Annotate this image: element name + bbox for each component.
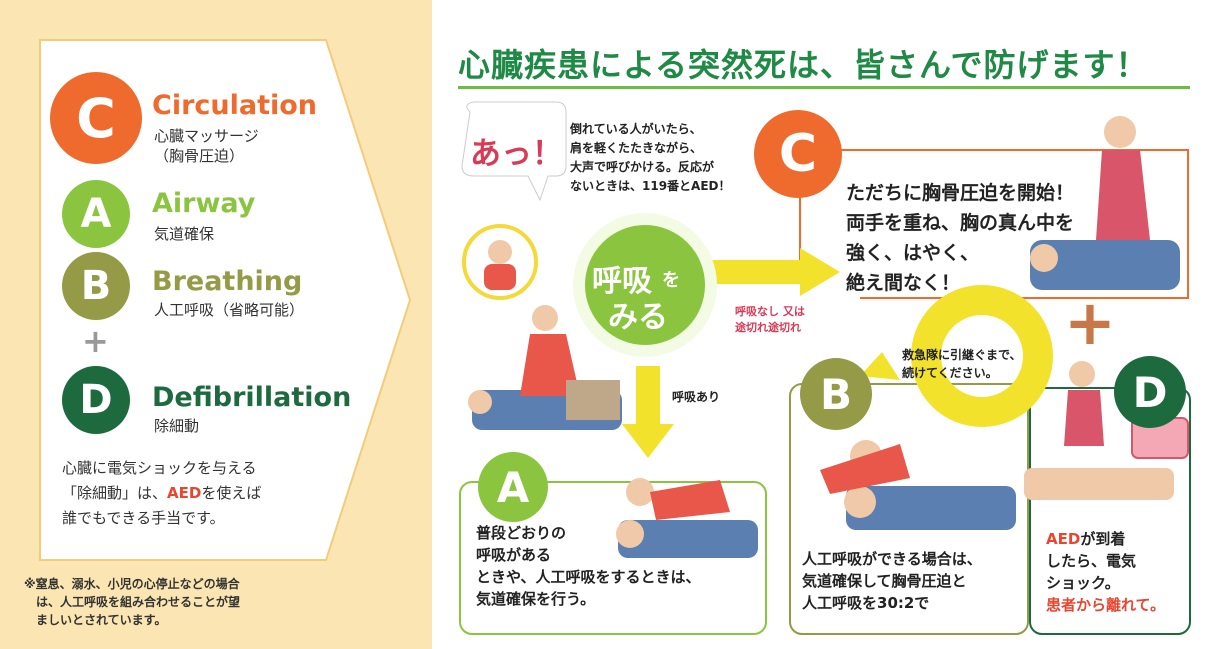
- legend-sub-airway: 気道確保: [154, 225, 215, 243]
- legend-badge-d: D: [62, 366, 130, 434]
- arrow-to-a: [622, 366, 674, 458]
- continue-until-ems-note: 救急隊に引継ぐまで、 続けてください。: [902, 348, 1022, 380]
- legend-sub-defibrillation: 除細動: [154, 417, 200, 435]
- legend-badge-b: B: [62, 252, 130, 320]
- alert-exclaim: あっ！: [470, 136, 563, 172]
- aed-illustration: [1024, 361, 1189, 500]
- airway-illustration: [616, 478, 758, 558]
- legend-aed-note: 心臓に電気ショックを与える 「除細動」は、AEDを使えば 誰でもできる手当です。: [62, 459, 262, 527]
- breath-check-particle: を: [662, 270, 680, 291]
- legend-title-breathing: Breathing: [152, 266, 303, 297]
- arrow-to-c: [712, 248, 840, 296]
- page-headline: 心臓疾患による突然死は、皆さんで防げます！: [458, 46, 1149, 84]
- a-step-badge: A: [478, 452, 548, 522]
- rescue-breath-illustration: [820, 440, 1016, 530]
- calling-person-head: [488, 240, 512, 264]
- cabd-legend-panel: C Circulation 心臓マッサージ （胸骨圧迫） A Airway 気道…: [0, 0, 432, 649]
- check-responsiveness-illustration: [468, 305, 622, 430]
- legend-footnote: ※窒息、溺水、小児の心停止などの場合 は、人工呼吸を組み合わせることが望 ましい…: [24, 577, 241, 627]
- calling-person-body: [484, 264, 516, 290]
- c-step-badge: C: [754, 110, 842, 198]
- cycle-arrow-head: [860, 352, 900, 380]
- c-d-plus: +: [1064, 286, 1116, 359]
- intro-instructions: 倒れている人がいたら、 肩を軽くたたきながら、 大声で呼びかける。反応が ないと…: [570, 122, 731, 193]
- legend-badge-a: A: [62, 180, 130, 248]
- legend-title-circulation: Circulation: [152, 90, 318, 121]
- b-step-text: 人工呼吸ができる場合は、 気道確保して胸骨圧迫と 人工呼吸を30:2で: [802, 550, 982, 612]
- d-step-text: AEDが到着 したら、電気 ショック。 患者から離れて。: [1046, 530, 1166, 614]
- legend-title-airway: Airway: [152, 188, 256, 219]
- chest-compression-illustration: [1030, 116, 1180, 290]
- c-step-text: ただちに胸骨圧迫を開始！ 両手を重ね、胸の真ん中を 強く、はやく、 絶え間なく！: [846, 182, 1075, 294]
- legend-arrow-shape: [39, 39, 412, 561]
- b-step-badge: B: [800, 358, 872, 430]
- headline-underline: [458, 86, 1190, 89]
- legend-sub-breathing: 人工呼吸（省略可能）: [154, 301, 305, 319]
- legend-plus: +: [82, 322, 109, 360]
- legend-badge-c: C: [50, 72, 142, 164]
- d-step-badge: D: [1114, 356, 1186, 428]
- legend-sub-circulation: 心臓マッサージ （胸骨圧迫）: [154, 127, 259, 165]
- breath-check-circle: [585, 225, 705, 345]
- legend-title-defibrillation: Defibrillation: [152, 382, 352, 413]
- a-step-text: 普段どおりの 呼吸がある ときや、人工呼吸をするときは、 気道確保を行う。: [476, 524, 701, 608]
- cpr-cycle-ring: [911, 285, 1053, 427]
- breath-check-label-1: 呼吸: [592, 264, 652, 299]
- breathing-label: 呼吸あり: [672, 390, 721, 404]
- breath-check-label-2: みる: [608, 300, 668, 335]
- no-breathing-label: 呼吸なし 又は 途切れ途切れ: [735, 305, 805, 334]
- alert-speech-bubble: [461, 101, 567, 202]
